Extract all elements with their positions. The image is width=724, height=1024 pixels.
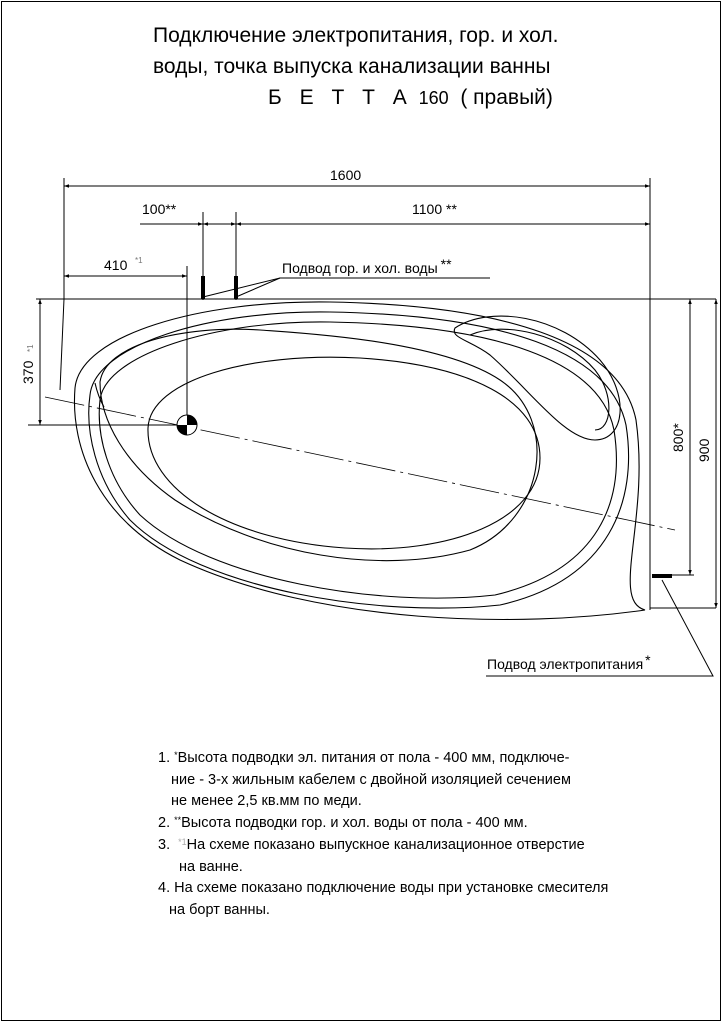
- model-variant: ( правый): [460, 86, 553, 109]
- tub-headrest-inner: [469, 328, 610, 431]
- tub-left-detail: [94, 382, 105, 408]
- centre-axis: [44, 396, 676, 531]
- note-2: 2. **Высота подводки гор. и хол. воды от…: [158, 813, 608, 835]
- dim-label-800: 800*: [670, 423, 686, 452]
- water-leader-line-1: [202, 277, 490, 298]
- model-number: 160: [418, 88, 449, 108]
- water-supply-mark: **: [441, 256, 452, 272]
- model-name: Б Е Т Т А: [268, 86, 413, 109]
- dim-label-1600: 1600: [330, 167, 361, 183]
- tub-outer-rim: [73, 301, 646, 621]
- dim-mark-410: *1: [135, 256, 143, 265]
- tub-basin: [147, 356, 541, 550]
- water-supply-text: Подвод гор. и хол. воды: [282, 260, 438, 276]
- note-3-text: На схеме показано выпускное канализацион…: [186, 836, 585, 853]
- note-3-line-2: на ванне.: [179, 858, 243, 875]
- note-4-line-2: на борт ванны.: [169, 901, 270, 918]
- water-leader-line-2: [235, 277, 281, 298]
- power-supply-mark: *: [645, 652, 651, 668]
- title-line-2: воды, точка выпуска канализации ванны: [153, 55, 551, 78]
- bathtub-outline: [73, 301, 646, 621]
- tub-rim-line-1: [88, 311, 630, 609]
- dim-label-410: 410: [104, 257, 128, 273]
- tub-headrest-outer: [453, 315, 621, 441]
- note-1-number: 1.: [158, 750, 171, 766]
- dim-label-1100: 1100 **: [412, 201, 457, 217]
- dim-label-900: 900: [696, 438, 712, 462]
- dim-label-100: 100**: [142, 201, 177, 217]
- notes-list: 1. *Высота подводки эл. питания от пола …: [158, 748, 608, 922]
- note-1-mark: *: [174, 750, 178, 760]
- drain-icon: [176, 414, 198, 436]
- note-2-number: 2.: [158, 815, 171, 832]
- note-1-line-2: ние - 3-х жильным кабелем с двойной изол…: [171, 771, 571, 788]
- tub-inner-rim: [99, 328, 538, 562]
- note-2-mark: **: [174, 815, 182, 826]
- power-supply-label: Подвод электропитания*: [487, 652, 651, 672]
- tub-left-edge: [59, 298, 65, 391]
- dim-label-370: 370: [20, 360, 36, 384]
- power-supply-text: Подвод электропитания: [487, 656, 643, 672]
- note-1-line-1: 1. *Высота подводки эл. питания от пола …: [158, 748, 608, 770]
- tub-rim-line-2: [98, 321, 617, 599]
- water-supply-label: Подвод гор. и хол. воды**: [282, 256, 452, 276]
- note-3-line-1: 3. *1На схеме показано выпускное канализ…: [158, 835, 608, 857]
- dim-mark-370: *1: [26, 344, 35, 352]
- note-1-line-3: не менее 2,5 кв.мм по меди.: [171, 793, 362, 810]
- power-leader-line: [486, 579, 714, 677]
- note-1-text: Высота подводки эл. питания от пола - 40…: [177, 750, 570, 766]
- note-3-number: 3.: [158, 836, 171, 853]
- note-4-line-1: 4. На схеме показано подключение воды пр…: [158, 880, 609, 897]
- note-3-mark: *1: [178, 836, 187, 847]
- note-2-text: Высота подводки гор. и хол. воды от пола…: [181, 815, 528, 832]
- title-line-1: Подключение электропитания, гор. и хол.: [153, 24, 559, 47]
- title-line-3: Б Е Т Т А 160 ( правый): [268, 86, 553, 110]
